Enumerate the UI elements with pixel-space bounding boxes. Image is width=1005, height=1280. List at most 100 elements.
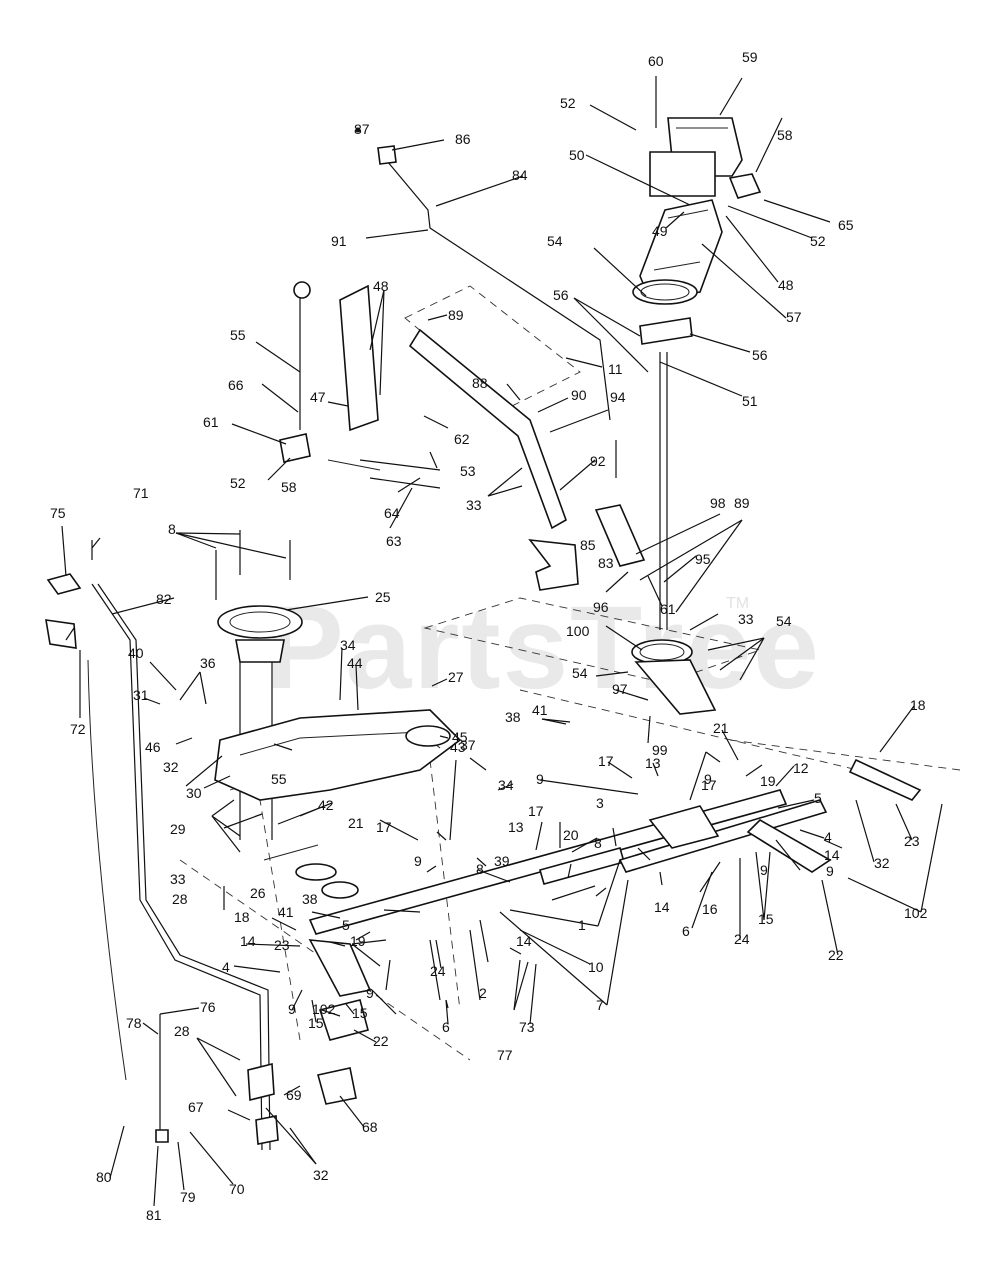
callout-14-d: 14	[516, 933, 532, 949]
callout-53: 53	[460, 463, 476, 479]
callout-18: 18	[910, 697, 926, 713]
callout-90: 90	[571, 387, 587, 403]
callout-52-b: 52	[810, 233, 826, 249]
callout-1: 1	[578, 917, 586, 933]
callout-17: 17	[598, 753, 614, 769]
callout-100: 100	[566, 623, 590, 639]
callout-25: 25	[375, 589, 391, 605]
callout-102: 102	[904, 905, 928, 921]
callout-51: 51	[742, 393, 758, 409]
callout-12: 12	[793, 760, 809, 776]
callout-4: 4	[824, 829, 832, 845]
callout-43: 43	[450, 739, 466, 755]
callout-61-b: 61	[660, 601, 676, 617]
callout-17-c: 17	[376, 819, 392, 835]
callout-9-d: 9	[760, 862, 768, 878]
bracket-assembly	[279, 281, 441, 489]
callout-41: 41	[532, 702, 548, 718]
callout-44: 44	[347, 655, 363, 671]
callout-80: 80	[96, 1169, 112, 1185]
callout-63: 63	[386, 533, 402, 549]
callout-38-b: 38	[302, 891, 318, 907]
callout-22: 22	[828, 947, 844, 963]
callout-9-e: 9	[826, 863, 834, 879]
callout-99: 99	[652, 742, 668, 758]
callout-55-b: 55	[271, 771, 287, 787]
callout-9-f: 9	[366, 985, 374, 1001]
callout-14: 14	[824, 847, 840, 863]
callout-14-c: 14	[240, 933, 256, 949]
callout-30: 30	[186, 785, 202, 801]
callout-89-b: 89	[734, 495, 750, 511]
callout-23: 23	[904, 833, 920, 849]
callout-56-b: 56	[752, 347, 768, 363]
callout-20: 20	[563, 827, 579, 843]
callout-65: 65	[838, 217, 854, 233]
callout-17-d: 17	[528, 803, 544, 819]
callout-33-c: 33	[170, 871, 186, 887]
callout-55: 55	[230, 327, 246, 343]
chute-assembly	[631, 117, 762, 715]
callout-59: 59	[742, 49, 758, 65]
callout-48-b: 48	[373, 278, 389, 294]
callout-3: 3	[596, 795, 604, 811]
callout-27: 27	[448, 669, 464, 685]
callout-33-b: 33	[738, 611, 754, 627]
callout-26: 26	[250, 885, 266, 901]
callout-98: 98	[710, 495, 726, 511]
callout-84: 84	[512, 167, 528, 183]
callout-62: 62	[454, 431, 470, 447]
callout-24-b: 24	[430, 963, 446, 979]
callout-11: 11	[608, 361, 623, 377]
callout-78: 78	[126, 1015, 142, 1031]
callout-6: 6	[682, 923, 690, 939]
callout-66: 66	[228, 377, 244, 393]
callout-34-b: 34	[498, 777, 514, 793]
callout-73: 73	[519, 1019, 535, 1035]
callout-7: 7	[596, 997, 604, 1013]
callout-54-c: 54	[572, 665, 588, 681]
callout-10: 10	[588, 959, 604, 975]
callout-79: 79	[180, 1189, 196, 1205]
callout-95: 95	[695, 551, 711, 567]
callout-42: 42	[318, 797, 334, 813]
callout-19: 19	[760, 773, 776, 789]
callout-83: 83	[598, 555, 614, 571]
callout-13-b: 13	[508, 819, 524, 835]
callout-39: 39	[494, 853, 510, 869]
callout-40: 40	[128, 645, 144, 661]
callout-61: 61	[203, 414, 219, 430]
callout-5: 5	[814, 790, 822, 806]
callout-29: 29	[170, 821, 186, 837]
callout-91: 91	[331, 233, 347, 249]
callout-76: 76	[200, 999, 216, 1015]
callout-34: 34	[340, 637, 356, 653]
callout-19-b: 19	[350, 933, 366, 949]
callout-89: 89	[448, 307, 464, 323]
callout-49: 49	[652, 223, 668, 239]
callout-9-g: 9	[288, 1001, 296, 1017]
callout-77: 77	[497, 1047, 513, 1063]
callout-14-b: 14	[654, 899, 670, 915]
callout-64: 64	[384, 505, 400, 521]
callout-48: 48	[778, 277, 794, 293]
lower-linkage	[308, 758, 922, 1041]
callout-58: 58	[777, 127, 793, 143]
callout-67: 67	[188, 1099, 204, 1115]
callout-60: 60	[648, 53, 664, 69]
callout-54-b: 54	[776, 613, 792, 629]
callout-56: 56	[553, 287, 569, 303]
callout-2: 2	[479, 985, 487, 1001]
callout-85: 85	[580, 537, 596, 553]
callout-46: 46	[145, 739, 161, 755]
callout-87: 87	[354, 121, 370, 137]
callout-71: 71	[133, 485, 149, 501]
callout-9-c: 9	[414, 853, 422, 869]
callout-69: 69	[286, 1087, 302, 1103]
pulley-frame	[214, 530, 462, 910]
callout-82: 82	[156, 591, 172, 607]
watermark-tm: TM	[726, 595, 749, 612]
callout-102-b: 102	[312, 1001, 336, 1017]
callout-8-b: 8	[594, 835, 602, 851]
callout-15: 15	[758, 911, 774, 927]
